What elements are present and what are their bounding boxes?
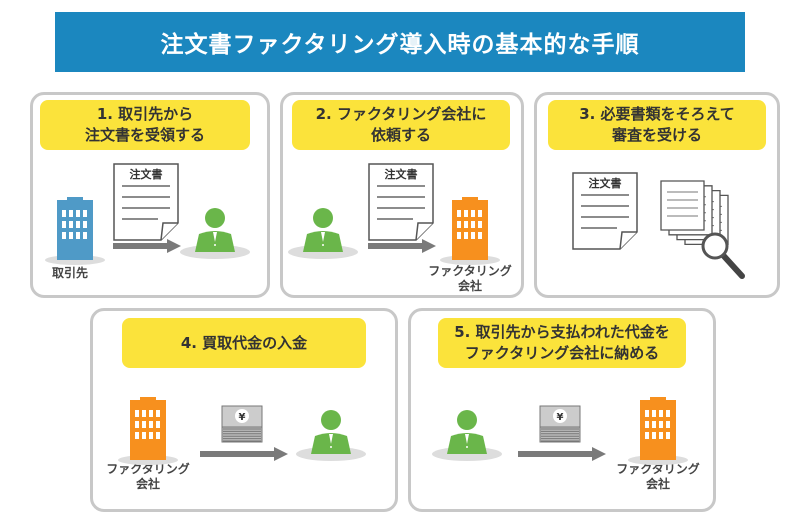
step-1-label-line1: 1. 取引先から [96,105,194,123]
step-1-client-caption: 取引先 [51,266,88,280]
step-4-label: 4. 買取代金の入金 [122,318,366,368]
arrow-right-icon [200,447,288,461]
arrow-right-icon [113,239,181,253]
factoring-building-icon [628,397,688,465]
magnifier-icon [701,232,745,279]
caption-line2: 会社 [645,477,670,491]
step-2-factoring-caption: ファクタリング会社 [420,264,520,294]
step-5-label-line1: 5. 取引先から支払われた代金を [454,323,670,341]
caption-line2: 会社 [135,477,160,491]
page-title: 注文書ファクタリング導入時の基本的な手順 [55,12,745,72]
step-2-label-line2: 依頼する [370,126,431,144]
step-4-factoring-caption: ファクタリング会社 [98,462,198,492]
person-icon [288,208,358,259]
step-5-label-line2: ファクタリング会社に納める [464,344,660,362]
step-2-label-line1: 2. ファクタリング会社に [315,105,487,123]
caption-line1: ファクタリング [616,462,700,476]
step-1-label: 1. 取引先から注文書を受領する [40,100,250,150]
step-4-label-line1: 4. 買取代金の入金 [180,333,308,352]
person-icon [180,208,250,259]
step-3-label-line1: 3. 必要書類をそろえて [579,105,735,123]
client-building-icon [45,197,105,265]
step-3-label-line2: 審査を受ける [611,126,702,144]
money-yen-icon: ¥ [221,405,263,443]
document-stack-icon [660,180,729,246]
person-icon [432,410,502,461]
svg-text:注文書: 注文書 [130,167,163,181]
svg-text:注文書: 注文書 [589,176,622,190]
arrow-right-icon [368,239,436,253]
order-document-icon: 注文書 [368,163,434,241]
arrow-right-icon [518,447,606,461]
order-document-icon: 注文書 [572,172,638,250]
svg-text:¥: ¥ [239,412,246,423]
factoring-building-icon [118,397,178,465]
caption-line2: 会社 [457,279,482,293]
caption-line1: ファクタリング [428,264,512,278]
order-document-icon: 注文書 [113,163,179,241]
svg-text:¥: ¥ [557,412,564,423]
step-3-label: 3. 必要書類をそろえて審査を受ける [548,100,766,150]
step-5-factoring-caption: ファクタリング会社 [608,462,708,492]
svg-text:注文書: 注文書 [385,167,418,181]
step-5-label: 5. 取引先から支払われた代金をファクタリング会社に納める [438,318,686,368]
step-2-label: 2. ファクタリング会社に依頼する [292,100,510,150]
factoring-building-icon [440,197,500,265]
step-1-label-line2: 注文書を受領する [84,126,205,144]
money-yen-icon: ¥ [539,405,581,443]
caption-line1: ファクタリング [106,462,190,476]
person-icon [296,410,366,461]
